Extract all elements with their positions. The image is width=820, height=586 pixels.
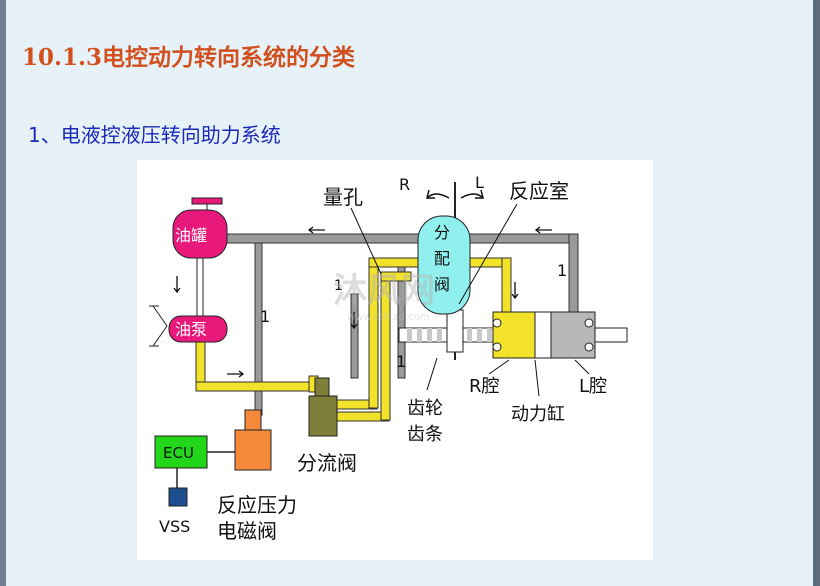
l-chamber-label: L腔 — [579, 376, 607, 397]
solenoid-label-line2: 电磁阀 — [217, 519, 277, 543]
oil-tank: 油罐 — [172, 197, 228, 318]
line-number: 1 — [260, 307, 270, 326]
steering-rotation-arrows — [426, 189, 484, 199]
ecu-label: ECU — [163, 444, 194, 462]
valve-char: 阀 — [434, 275, 450, 294]
oil-tank-label: 油罐 — [175, 226, 207, 245]
watermark: 沐风网 www.mfcad.com — [333, 271, 435, 323]
flow-divider-valve[interactable] — [308, 377, 338, 437]
oil-pump: 油泵 — [149, 305, 228, 347]
valve-char: 配 — [434, 249, 450, 268]
power-cylinder-label: 动力缸 — [511, 403, 565, 425]
diagram-svg: 1 1 1 1 油罐 油泵 — [149, 173, 628, 543]
line-number: 1 — [557, 261, 567, 280]
turn-left-label: L — [475, 173, 484, 192]
watermark-url: www.mfcad.com — [347, 312, 430, 323]
solenoid-label-line1: 反应压力 — [217, 493, 297, 517]
reaction-chamber-label: 反应室 — [509, 179, 569, 203]
oil-pump-label: 油泵 — [175, 320, 207, 339]
turn-right-label: R — [399, 175, 410, 194]
vss-label: VSS — [159, 517, 190, 536]
slide-title: 10.1.3电控动力转向系统的分类 — [22, 44, 356, 71]
flow-divider-label: 分流阀 — [297, 451, 357, 475]
vss-sensor[interactable] — [168, 487, 188, 507]
left-edge-bar — [0, 0, 6, 586]
line-number: 1 — [334, 278, 343, 294]
flow-arrows — [173, 226, 552, 378]
r-chamber-label: R腔 — [469, 376, 500, 397]
gear-label: 齿轮 — [407, 398, 443, 419]
ecu-unit[interactable]: ECU — [154, 435, 235, 488]
slide-subtitle: 1、电液控液压转向助力系统 — [28, 123, 281, 147]
valve-char: 分 — [434, 223, 450, 242]
line-number: 1 — [396, 352, 406, 371]
steering-system-diagram: 1 1 1 1 油罐 油泵 — [137, 160, 653, 560]
return-lines — [221, 233, 579, 416]
watermark-text: 沐风网 — [333, 271, 435, 311]
power-cylinder — [492, 311, 596, 359]
distributor-valve[interactable]: 分 配 阀 — [417, 182, 471, 360]
rack-label: 齿条 — [407, 424, 443, 445]
solenoid-valve[interactable] — [234, 409, 272, 471]
orifice-label: 量孔 — [323, 185, 363, 209]
right-edge-bar — [813, 0, 820, 586]
